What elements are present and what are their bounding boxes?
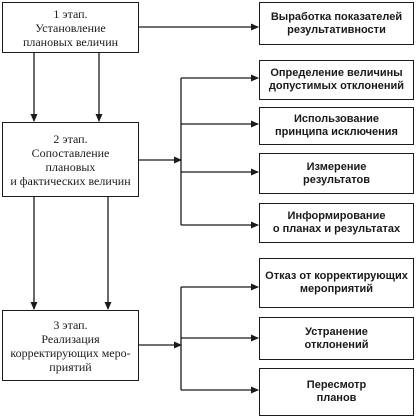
result-exception-box: Использование принципа исключения: [259, 107, 414, 145]
stage-3-line-1: 3 этап.: [53, 317, 88, 332]
result-1-line-2: результативности: [287, 23, 386, 36]
stage-2-line-2: Сопоставление: [31, 145, 110, 160]
stage-3-line-3: корректирующих меро-: [10, 345, 131, 360]
stage-3-box: 3 этап. Реализация корректирующих меро- …: [2, 310, 139, 381]
result-1-line-1: Выработка показателей: [270, 10, 403, 23]
result-deviations-box: Определение величины допустимых отклонен…: [259, 60, 414, 100]
result-3-line-2: принципа исключения: [275, 126, 398, 138]
result-6-line-1: Отказ от корректирующих: [265, 270, 408, 282]
result-7-line-2: отклонений: [304, 338, 369, 351]
stage-2-line-3: плановых: [45, 159, 96, 174]
result-5-line-1: Информирование: [287, 210, 386, 222]
group1-bracket: [180, 74, 259, 229]
result-8-line-2: планов: [316, 392, 357, 404]
stage-2-line-1: 2 этап.: [53, 131, 88, 146]
stage-1-line-2: Установление: [35, 20, 106, 35]
result-7-line-1: Устранение: [305, 325, 368, 338]
result-4-line-2: результатов: [302, 173, 370, 186]
stage-2-line-4: и фактических величин: [10, 173, 131, 188]
stage-1-line-1: 1 этап.: [53, 6, 88, 21]
result-3-line-1: Использование: [293, 113, 380, 125]
group2-bracket: [180, 283, 259, 394]
stage-3-line-4: приятий: [49, 359, 92, 374]
result-2-line-2: допустимых отклонений: [268, 80, 405, 92]
result-refusal-box: Отказ от корректирующих мероприятий: [259, 258, 414, 308]
result-revision-box: Пересмотр планов: [259, 368, 414, 416]
stage-1-line-3: плановых величин: [22, 34, 119, 49]
result-informing-box: Информирование о планах и результатах: [259, 203, 414, 243]
stage-1-box: 1 этап. Установление плановых величин: [2, 2, 139, 53]
result-6-line-2: мероприятий: [299, 283, 374, 295]
result-8-line-1: Пересмотр: [306, 379, 367, 391]
result-4-line-1: Измерение: [306, 160, 367, 173]
result-5-line-2: о планах и результатах: [272, 223, 401, 235]
result-measurement-box: Измерение результатов: [259, 153, 414, 194]
result-indicators-box: Выработка показателей результативности: [259, 2, 414, 45]
result-elimination-box: Устранение отклонений: [259, 317, 414, 360]
stage-2-box: 2 этап. Сопоставление плановых и фактиче…: [2, 122, 139, 197]
stage-3-line-2: Реализация: [41, 331, 100, 346]
result-2-line-1: Определение величины: [270, 67, 403, 79]
